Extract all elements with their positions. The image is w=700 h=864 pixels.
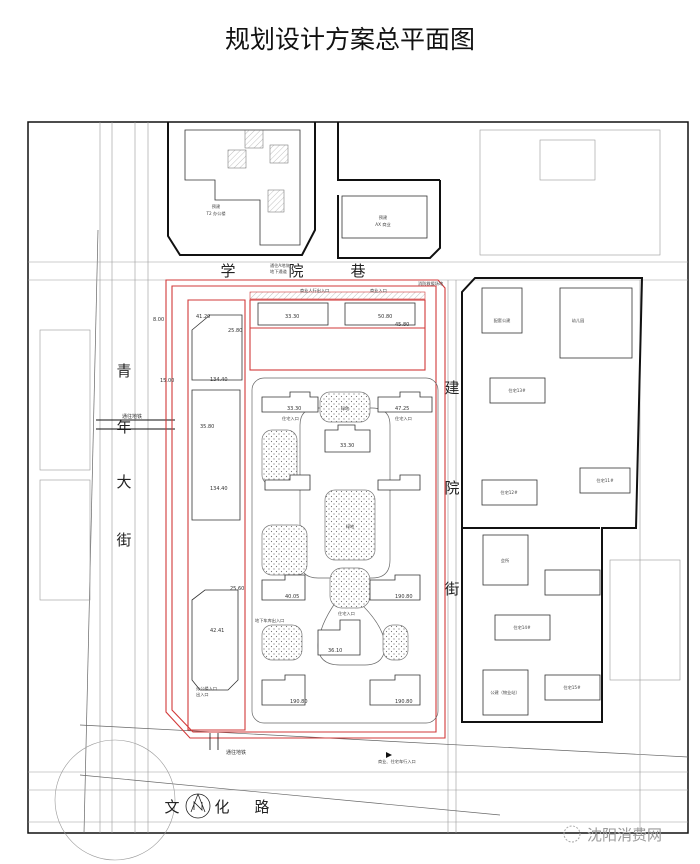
dim-value: 47.25	[395, 406, 409, 412]
dim-value: 33.30	[340, 443, 354, 449]
subway-west-label: 通往地铁	[122, 413, 142, 420]
building-label: 会所	[501, 557, 509, 564]
entry-label: 住宅入口	[395, 415, 412, 421]
road-char: 路	[254, 798, 269, 816]
road-xueyuan-xiang: 学 院 巷 通往A地块 地下通道	[220, 262, 365, 280]
wechat-icon	[563, 825, 581, 843]
residential-buildings: 33.30 47.25 33.30 40.05 190.80 36.10 190…	[261, 391, 433, 706]
road-char: 文	[164, 798, 179, 816]
dim-value: 190.80	[395, 594, 413, 600]
dim-value: 35.80	[200, 424, 214, 430]
road-wenhua-lu: 文 化 路	[164, 793, 270, 819]
watermark: 沈阳消费网	[563, 825, 662, 844]
office-entry-label: 办公楼入口	[196, 685, 217, 692]
green-area	[324, 489, 376, 561]
ax-label-1: 预建	[379, 214, 388, 221]
dim-value: 36.10	[328, 648, 342, 654]
green-area	[261, 624, 303, 661]
dim-value: 42.41	[210, 628, 224, 634]
t2-label-2: T2 办公楼	[205, 210, 225, 217]
road-char: 街	[116, 531, 131, 549]
dim-value: 40.05	[285, 594, 299, 600]
road-char: 建	[444, 379, 459, 397]
subway-south-label: 通往地铁	[226, 749, 246, 756]
north-passage-label: 通往A地块	[270, 262, 290, 269]
drawing-frame	[27, 121, 689, 834]
dim-value: 134.40	[210, 377, 228, 383]
dim-value: 8.00	[153, 317, 164, 323]
green-area	[261, 524, 308, 576]
green-area	[382, 624, 409, 661]
road-char: 年	[116, 418, 131, 436]
dim-value: 41.20	[196, 314, 210, 320]
watermark-text: 沈阳消费网	[587, 826, 662, 844]
road-char: 院	[444, 479, 459, 497]
building-label: 配套公建	[494, 317, 512, 324]
dim-value: 25.80	[228, 328, 242, 334]
garage-entry-label: 地下车库出入口	[255, 617, 284, 624]
entry-label: 住宅入口	[338, 610, 355, 616]
green-label: 绿地	[346, 523, 355, 529]
dim-value: 134.40	[210, 486, 228, 492]
road-char: 学	[220, 262, 235, 280]
entry-label: 住宅入口	[282, 415, 299, 421]
green-area	[319, 391, 371, 423]
building-label: 公建（物业站）	[490, 689, 519, 696]
t2-label-1: 预建	[212, 203, 221, 210]
south-entry-label: 商业、住宅车行入口	[378, 758, 416, 765]
road-char: 巷	[350, 262, 365, 280]
shop-entry-label: 商业入口	[370, 287, 387, 294]
dim-value: 33.30	[285, 314, 299, 320]
road-lines	[28, 122, 689, 861]
dim-value: 50.80	[378, 314, 392, 320]
green-label: 绿地	[341, 405, 350, 411]
dim-value: 25.60	[230, 586, 244, 592]
road-char: 青	[116, 362, 131, 380]
dim-value: 190.80	[395, 699, 413, 705]
road-jianyuan-jie: 建 院 街	[444, 379, 459, 598]
fire-access-label: 消防救援场地	[418, 280, 444, 287]
project-site: 134.40 134.40 42.41 25.80 41.20 33.30 50…	[153, 279, 446, 765]
building-label: 住宅11#	[596, 477, 614, 483]
road-char: 院	[288, 262, 303, 280]
dim-value: 45.80	[395, 322, 409, 328]
building-label: 幼儿园	[572, 317, 585, 324]
building-label: 住宅14#	[513, 624, 531, 630]
road-qingnian-dajie: 青 年 大 街 通往地铁	[96, 362, 175, 549]
road-char: 街	[444, 580, 459, 598]
office-entry-label: 出入口	[196, 691, 209, 698]
road-char: 大	[116, 473, 131, 491]
building-label: 住宅12#	[500, 489, 518, 495]
ax-label-2: AX 商业	[375, 221, 390, 228]
existing-t2-office: 预建 T2 办公楼	[167, 122, 316, 256]
dim-value: 190.80	[290, 699, 308, 705]
road-char: 化	[214, 798, 229, 816]
north-passage-label: 地下通道	[270, 268, 288, 275]
dim-value: 15.00	[160, 378, 174, 384]
page-title: 规划设计方案总平面图	[225, 25, 475, 54]
building-label: 住宅15#	[563, 684, 581, 690]
commercial-entry-label: 商业人行出入口	[300, 287, 329, 294]
existing-ax-commercial: 预建 AX 商业	[337, 122, 441, 259]
green-area	[329, 567, 371, 609]
dim-value: 33.30	[287, 406, 301, 412]
east-block: 配套公建 幼儿园 住宅13# 住宅11# 住宅12# 会所 住宅14# 住宅15…	[461, 277, 644, 723]
building-label: 住宅13#	[508, 387, 526, 393]
